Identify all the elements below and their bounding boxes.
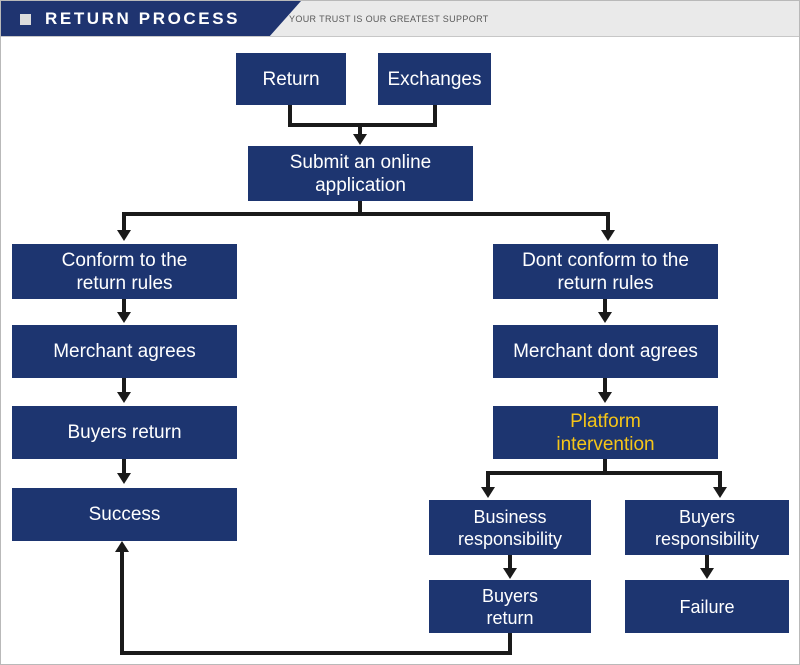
node-merchant-agrees-label: Merchant agrees (53, 341, 196, 362)
node-merchant-dont-agrees[interactable]: Merchant dont agrees (493, 325, 718, 378)
arrowhead-to-business-responsibility (481, 487, 495, 498)
node-merchant-dont-agrees-label: Merchant dont agrees (513, 341, 698, 362)
node-business-responsibility[interactable]: Business responsibility (429, 500, 591, 555)
arrowhead-to-conform (117, 230, 131, 241)
arrowhead-to-dont-conform (601, 230, 615, 241)
connector-buyers-resp-to-failure (705, 555, 709, 570)
connector-exchanges-down (433, 105, 437, 127)
page-header: RETURN PROCESS YOUR TRUST IS OUR GREATES… (1, 1, 799, 37)
node-submit-application-label: Submit an online application (289, 151, 432, 196)
node-exchanges[interactable]: Exchanges (378, 53, 491, 105)
node-merchant-agrees[interactable]: Merchant agrees (12, 325, 237, 378)
connector-submit-down (358, 201, 362, 216)
node-return[interactable]: Return (236, 53, 346, 105)
node-return-label: Return (262, 68, 320, 90)
node-buyers-return-left[interactable]: Buyers return (12, 406, 237, 459)
arrowhead-to-buyers-return-bottom (503, 568, 517, 579)
node-dont-conform-to-return-rules-label: Dont conform to the return rules (522, 249, 689, 294)
connector-split-right-stem (606, 212, 610, 233)
header-banner-shape (1, 1, 301, 36)
connector-merge-horizontal (288, 123, 437, 127)
node-success-label: Success (88, 504, 161, 525)
connector-merchant-to-buyers-return (122, 378, 126, 394)
node-submit-application[interactable]: Submit an online application (248, 146, 473, 201)
node-failure[interactable]: Failure (625, 580, 789, 633)
arrowhead-to-platform-intervention (598, 392, 612, 403)
page-title: RETURN PROCESS (45, 9, 241, 28)
arrowhead-to-buyers-responsibility (713, 487, 727, 498)
node-conform-to-return-rules-label: Conform to the return rules (61, 249, 188, 294)
connector-split-horizontal (122, 212, 610, 216)
node-business-responsibility-label: Business responsibility (457, 506, 563, 549)
node-platform-intervention-label: Platform intervention (556, 410, 655, 455)
connector-platform-split-right-stem (718, 471, 722, 489)
connector-platform-split-horizontal (486, 471, 722, 475)
arrowhead-to-failure (700, 568, 714, 579)
arrowhead-to-success (117, 473, 131, 484)
node-buyers-return-bottom-label: Buyers return (481, 585, 539, 628)
arrowhead-to-merchant-dont-agrees (598, 312, 612, 323)
arrowhead-to-merchant-agrees (117, 312, 131, 323)
connector-dont-conform-to-merchant (603, 299, 607, 314)
connector-feedback-horizontal (120, 651, 512, 655)
connector-merge-stem (358, 123, 362, 136)
node-dont-conform-to-return-rules[interactable]: Dont conform to the return rules (493, 244, 718, 299)
node-buyers-responsibility-label: Buyers responsibility (654, 506, 760, 549)
connector-conform-to-merchant (122, 299, 126, 314)
node-exchanges-label: Exchanges (387, 68, 482, 90)
node-platform-intervention[interactable]: Platform intervention (493, 406, 718, 459)
connector-platform-split-left-stem (486, 471, 490, 489)
header-tagline: YOUR TRUST IS OUR GREATEST SUPPORT (289, 14, 489, 24)
connector-business-to-buyers-return (508, 555, 512, 570)
node-buyers-return-left-label: Buyers return (67, 422, 182, 443)
node-buyers-return-bottom[interactable]: Buyers return (429, 580, 591, 633)
connector-feedback-down (508, 633, 512, 655)
connector-platform-down (603, 459, 607, 474)
connector-buyers-return-to-success (122, 459, 126, 475)
node-failure-label: Failure (679, 596, 735, 617)
arrowhead-to-buyers-return-left (117, 392, 131, 403)
arrowhead-feedback-to-success (115, 541, 129, 552)
connector-return-down (288, 105, 292, 127)
arrowhead-to-submit (353, 134, 367, 145)
connector-feedback-up (120, 552, 124, 655)
square-bullet-icon (20, 14, 31, 25)
connector-split-left-stem (122, 212, 126, 233)
node-success[interactable]: Success (12, 488, 237, 541)
node-conform-to-return-rules[interactable]: Conform to the return rules (12, 244, 237, 299)
node-buyers-responsibility[interactable]: Buyers responsibility (625, 500, 789, 555)
connector-merchant-to-platform (603, 378, 607, 394)
